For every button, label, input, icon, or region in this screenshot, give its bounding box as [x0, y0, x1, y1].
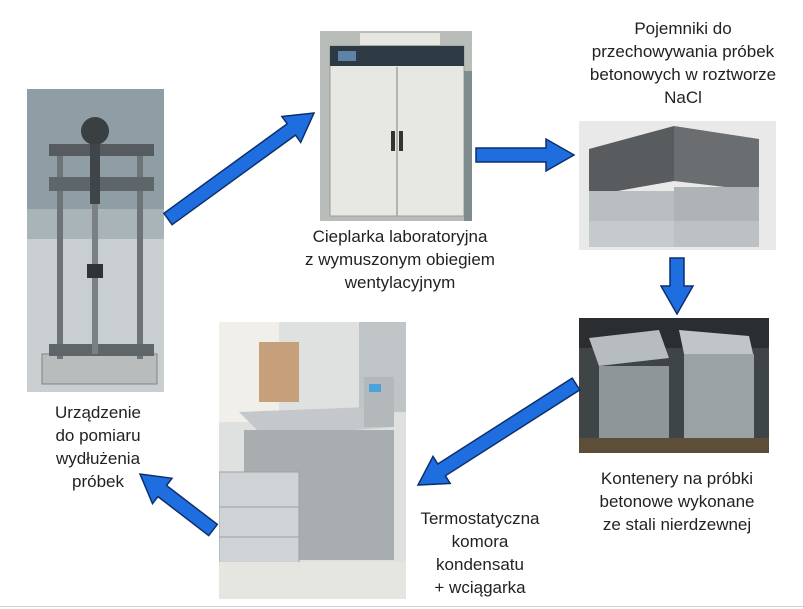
photo-containers-nacl — [579, 121, 776, 250]
photo-lab-dryer-art — [320, 31, 472, 221]
photo-thermostatic-chamber — [219, 322, 406, 599]
caption-line: Kontenery na próbki — [600, 469, 754, 488]
caption-line: Urządzenie — [55, 403, 141, 422]
caption-line: Pojemniki do — [634, 19, 732, 38]
caption-line: wydłużenia — [55, 449, 141, 468]
caption-line: ze stali nierdzewnej — [602, 515, 752, 534]
caption-line: wentylacyjnym — [344, 273, 456, 292]
caption-line: betonowe wykonane — [599, 492, 755, 511]
bottom-divider — [0, 606, 803, 607]
caption-line: próbek — [72, 472, 124, 491]
photo-containers-nacl-art — [579, 121, 776, 250]
caption-elongation-device: Urządzenie do pomiaru wydłużenia próbek — [33, 401, 163, 493]
caption-line: do pomiaru — [55, 426, 141, 445]
arrow-dryer-to-containers — [475, 137, 576, 173]
arrow-containers-to-steel — [659, 257, 695, 316]
photo-thermostatic-chamber-art — [219, 322, 406, 599]
photo-elongation-device — [27, 89, 164, 392]
caption-line: betonowych w roztworze — [589, 65, 777, 84]
caption-line: kondensatu — [436, 555, 524, 574]
caption-line: NaCl — [664, 88, 702, 107]
caption-line: + wciągarka — [434, 578, 526, 597]
photo-lab-dryer — [320, 31, 472, 221]
caption-line: komora — [451, 532, 509, 551]
arrow-device-to-dryer — [162, 112, 316, 226]
caption-line: Termostatyczna — [420, 509, 540, 528]
arrow-steel-to-chamber — [416, 377, 581, 486]
photo-steel-containers — [579, 318, 769, 453]
caption-line: z wymuszonym obiegiem — [305, 250, 495, 269]
caption-lab-dryer: Cieplarka laboratoryjna z wymuszonym obi… — [300, 225, 500, 294]
photo-steel-containers-art — [579, 318, 769, 453]
caption-line: przechowywania próbek — [591, 42, 775, 61]
caption-line: Cieplarka laboratoryjna — [312, 227, 488, 246]
caption-steel-containers: Kontenery na próbki betonowe wykonane ze… — [582, 467, 772, 536]
caption-containers-nacl: Pojemniki do przechowywania próbek beton… — [578, 17, 788, 109]
arrow-chamber-to-device — [138, 473, 219, 537]
caption-thermostatic-chamber: Termostatyczna komora kondensatu + wciąg… — [410, 507, 550, 599]
photo-elongation-device-art — [27, 89, 164, 392]
